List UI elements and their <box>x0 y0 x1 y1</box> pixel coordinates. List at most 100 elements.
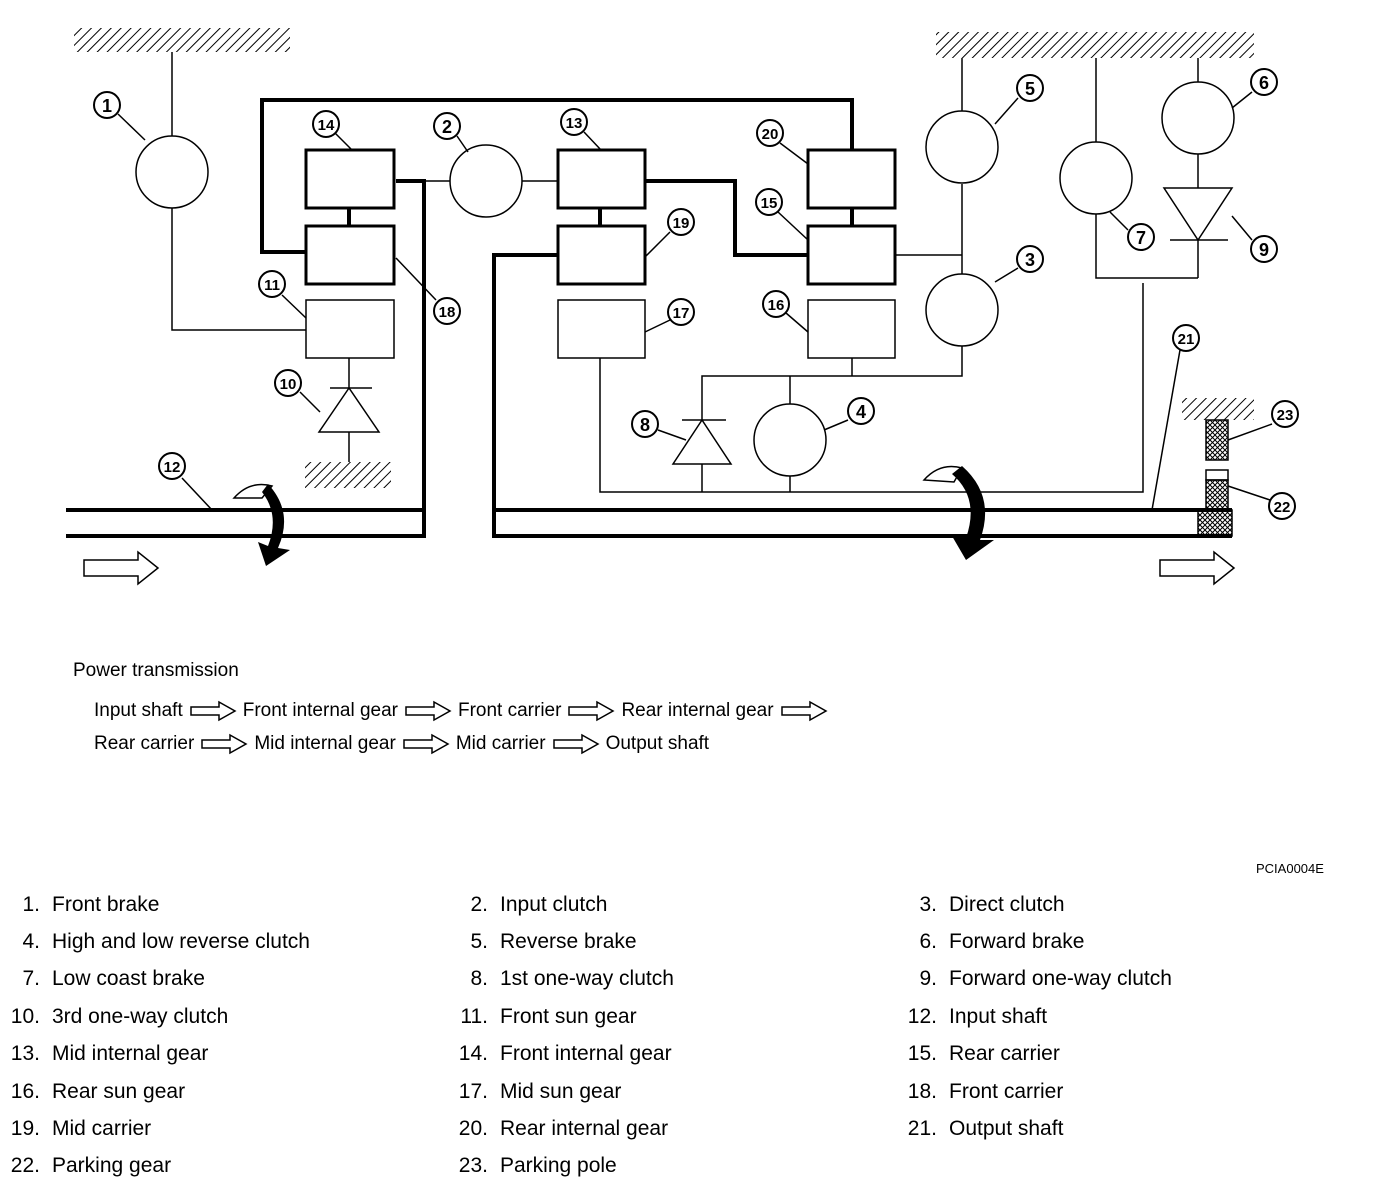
input-direction-arrow <box>83 550 160 586</box>
callout-22: 22 <box>1268 492 1296 520</box>
callout-8: 8 <box>631 410 659 438</box>
gear-boxes <box>304 148 897 359</box>
svg-text:4: 4 <box>856 402 866 422</box>
power-transmission-row-1: Input shaft Front internal gear Front ca… <box>94 694 834 727</box>
svg-text:20: 20 <box>762 126 779 143</box>
callout-4: 4 <box>847 397 875 425</box>
thick-links <box>66 98 1232 538</box>
callout-9: 9 <box>1250 235 1278 263</box>
callout-6: 6 <box>1250 68 1278 96</box>
callout-18: 18 <box>433 297 461 325</box>
svg-text:15: 15 <box>761 195 778 212</box>
callout-2: 2 <box>433 112 461 140</box>
component-callouts: 1 14 2 13 20 15 19 11 18 17 16 5 6 7 9 3… <box>93 68 1299 520</box>
front-sun-gear-box <box>305 299 395 359</box>
front-carrier-box <box>304 224 396 286</box>
callout-23: 23 <box>1271 400 1299 428</box>
svg-text:1: 1 <box>102 96 112 116</box>
svg-text:19: 19 <box>673 215 690 232</box>
flow-arrow-icon <box>780 700 828 721</box>
rotation-arrow-input <box>232 483 290 566</box>
front-brake-circle <box>135 135 209 209</box>
callout-19: 19 <box>667 208 695 236</box>
svg-text:8: 8 <box>640 415 650 435</box>
low-coast-brake-circle <box>1059 141 1133 215</box>
path-step: Output shaft <box>605 732 710 754</box>
svg-text:7: 7 <box>1136 228 1146 248</box>
callout-21: 21 <box>1172 324 1200 352</box>
power-transmission-title: Power transmission <box>73 660 239 681</box>
svg-text:5: 5 <box>1025 79 1035 99</box>
one-way-clutches <box>317 187 1234 465</box>
path-step: Mid carrier <box>455 732 546 754</box>
callout-10: 10 <box>274 369 302 397</box>
leader-lines <box>117 91 1273 511</box>
flow-arrow-icon <box>189 700 237 721</box>
path-step: Front internal gear <box>242 699 398 721</box>
svg-text:14: 14 <box>318 117 335 134</box>
third-one-way-clutch-symbol <box>317 386 381 433</box>
direct-clutch-circle <box>925 273 999 347</box>
housing-ground <box>74 28 1254 488</box>
callout-7: 7 <box>1127 223 1155 251</box>
callout-3: 3 <box>1016 245 1044 273</box>
flow-arrow-icon <box>403 733 450 754</box>
svg-text:6: 6 <box>1259 73 1269 93</box>
svg-text:2: 2 <box>442 117 452 137</box>
parking-mechanism <box>1197 419 1233 537</box>
svg-text:3: 3 <box>1025 250 1035 270</box>
reverse-brake-circle <box>925 110 999 184</box>
clutch-brake-circles <box>135 81 1235 477</box>
forward-brake-circle <box>1161 81 1235 155</box>
output-direction-arrow <box>1159 550 1236 586</box>
rotation-arrow-output <box>922 465 994 560</box>
callout-1: 1 <box>93 91 121 119</box>
thin-links <box>171 52 1199 493</box>
parking-gear-symbol <box>1205 479 1229 511</box>
transmission-diagram: 1 14 2 13 20 15 19 11 18 17 16 5 6 7 9 3… <box>66 28 1299 586</box>
callout-15: 15 <box>755 188 783 216</box>
callout-20: 20 <box>756 119 784 147</box>
callout-13: 13 <box>560 108 588 136</box>
power-transmission: Power transmission Input shaft Front int… <box>73 660 834 760</box>
callout-14: 14 <box>312 110 340 138</box>
high-low-reverse-clutch-circle <box>753 403 827 477</box>
rear-sun-gear-box <box>807 299 896 359</box>
callout-11: 11 <box>258 270 286 298</box>
input-clutch-circle <box>449 144 523 218</box>
flow-arrow-icon <box>552 733 600 754</box>
path-step: Rear internal gear <box>621 699 774 721</box>
direction-arrows <box>83 550 1236 586</box>
rear-carrier-box <box>806 224 897 286</box>
path-step: Rear carrier <box>94 732 195 754</box>
svg-text:10: 10 <box>280 376 297 393</box>
svg-text:9: 9 <box>1259 240 1269 260</box>
front-internal-gear-box <box>304 148 396 210</box>
parking-pole-symbol <box>1205 419 1229 461</box>
svg-text:13: 13 <box>566 115 583 132</box>
callout-16: 16 <box>762 290 790 318</box>
callout-5: 5 <box>1016 74 1044 102</box>
svg-text:12: 12 <box>164 459 181 476</box>
svg-text:23: 23 <box>1277 407 1294 424</box>
svg-text:22: 22 <box>1274 499 1291 516</box>
flow-arrow-icon <box>201 733 248 754</box>
figure-code: PCIA0004E <box>1256 861 1324 876</box>
mid-sun-gear-box <box>557 299 646 359</box>
svg-text:11: 11 <box>264 277 280 294</box>
flow-arrow-icon <box>568 700 615 721</box>
power-transmission-row-2: Rear carrier Mid internal gear Mid carri… <box>94 727 834 760</box>
svg-text:21: 21 <box>1178 331 1195 348</box>
callout-17: 17 <box>667 298 695 326</box>
path-step: Mid internal gear <box>254 732 396 754</box>
path-step: Front carrier <box>457 699 562 721</box>
svg-text:18: 18 <box>439 304 456 321</box>
first-one-way-clutch-symbol <box>671 418 733 465</box>
path-step: Input shaft <box>94 699 183 721</box>
svg-text:16: 16 <box>768 297 785 314</box>
svg-text:17: 17 <box>673 305 690 322</box>
forward-one-way-clutch-symbol <box>1162 187 1234 242</box>
mid-internal-gear-box <box>556 148 647 210</box>
mid-carrier-box <box>556 224 647 286</box>
rear-internal-gear-box <box>806 148 897 210</box>
